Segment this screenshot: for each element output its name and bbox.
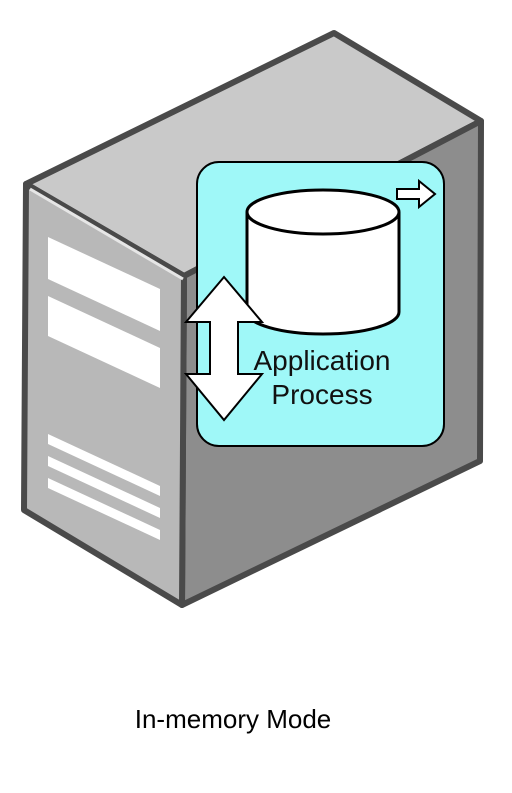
process-label-line2: Process xyxy=(271,379,372,410)
vent-slot xyxy=(48,478,160,540)
right-arrow-icon xyxy=(396,178,437,210)
vent-slot xyxy=(48,296,160,388)
vent-slot xyxy=(48,434,160,496)
vent-slot xyxy=(48,456,160,518)
server-edge-highlight xyxy=(29,187,184,281)
diagram-caption: In-memory Mode xyxy=(135,704,332,734)
process-label-line1: Application xyxy=(254,345,391,376)
up-down-arrow-icon xyxy=(183,275,265,422)
vent-slot xyxy=(48,237,160,331)
database-cylinder-icon xyxy=(245,188,401,336)
server-vents xyxy=(48,237,160,540)
